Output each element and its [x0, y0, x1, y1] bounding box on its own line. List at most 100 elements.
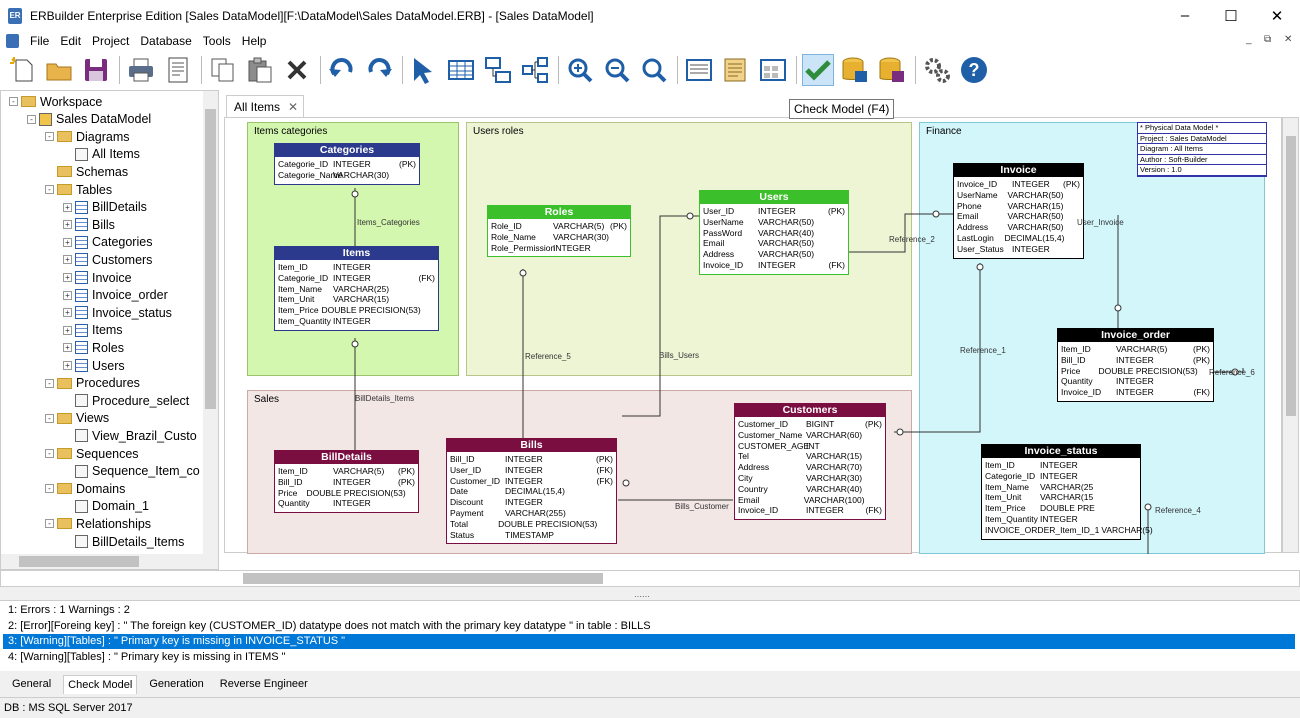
mdi-restore-button[interactable]: ⧉ [1264, 34, 1272, 45]
tree-node[interactable]: +Invoice_status [63, 304, 172, 321]
help-icon[interactable]: ? [958, 54, 990, 86]
expand-toggle-icon[interactable]: - [27, 114, 36, 124]
relationship-label[interactable]: Bills_Customer [675, 502, 729, 511]
link-icon[interactable] [519, 54, 551, 86]
tree-node[interactable]: +BillDetails [63, 199, 147, 216]
undo-icon[interactable] [326, 54, 358, 86]
tab-generation[interactable]: Generation [149, 678, 204, 690]
menu-project[interactable]: Project [92, 34, 130, 48]
redo-icon[interactable] [363, 54, 395, 86]
paste-icon[interactable] [244, 54, 276, 86]
relationship-label[interactable]: BillDetails_Items [355, 394, 415, 403]
grid-icon[interactable] [757, 54, 789, 86]
expand-toggle-icon[interactable]: + [63, 361, 72, 370]
tree-node[interactable]: All Items [63, 146, 140, 163]
canvas-hscroll-thumb[interactable] [243, 573, 603, 584]
minimize-button[interactable]: – [1180, 7, 1190, 24]
tree-horizontal-scrollbar[interactable] [1, 554, 205, 569]
tree-node[interactable]: Sequence_Item_co [63, 463, 200, 480]
relationship-label[interactable]: Reference_2 [889, 235, 935, 244]
expand-toggle-icon[interactable]: - [45, 484, 54, 494]
relationship-label[interactable]: Reference_1 [960, 346, 1006, 355]
print-preview-icon[interactable] [162, 54, 194, 86]
close-button[interactable]: ✕ [1270, 7, 1284, 25]
splitter-grip-icon[interactable]: ⋯⋯ [634, 592, 650, 601]
relationship-label[interactable]: Reference_6 [1209, 368, 1255, 377]
pointer-icon[interactable] [408, 54, 440, 86]
copy-icon[interactable] [207, 54, 239, 86]
zoom-in-icon[interactable] [564, 54, 596, 86]
zoom-fit-icon[interactable] [638, 54, 670, 86]
tree-node[interactable]: Domain_1 [63, 498, 149, 515]
tab-check-model[interactable]: Check Model [63, 674, 138, 694]
tree-node[interactable]: View_Brazil_Custo [63, 427, 197, 444]
canvas-vscroll-thumb[interactable] [1286, 136, 1296, 416]
tree-node[interactable]: +Invoice [63, 269, 132, 286]
tree-node[interactable]: +Invoice_order [63, 287, 168, 304]
tree-node[interactable]: Schemas [45, 163, 128, 180]
tab-all-items[interactable]: All Items✕ [226, 95, 304, 117]
relationship-label[interactable]: Reference_5 [525, 352, 571, 361]
maximize-button[interactable]: ☐ [1224, 7, 1238, 25]
expand-toggle-icon[interactable]: - [45, 378, 54, 388]
canvas-horizontal-scrollbar[interactable] [0, 570, 1300, 587]
tree-node[interactable]: BillDetails_Items [63, 533, 184, 550]
expand-toggle-icon[interactable]: + [63, 202, 72, 212]
open-folder-icon[interactable] [43, 54, 75, 86]
expand-toggle-icon[interactable]: + [63, 255, 72, 265]
expand-toggle-icon[interactable]: - [9, 97, 18, 106]
tree-node[interactable]: -Relationships [45, 515, 151, 532]
tree-node[interactable]: +Roles [63, 339, 124, 356]
expand-toggle-icon[interactable]: - [45, 519, 54, 529]
expand-toggle-icon[interactable]: + [63, 308, 72, 318]
expand-toggle-icon[interactable]: + [63, 290, 72, 300]
tree-node[interactable]: Procedure_select [63, 392, 189, 409]
mdi-minimize-button[interactable]: _ [1246, 34, 1252, 45]
tab-reverse-engineer[interactable]: Reverse Engineer [219, 678, 308, 690]
tree-scrollbar-thumb[interactable] [205, 109, 216, 409]
tree-node[interactable]: -Domains [45, 480, 125, 497]
tree-node[interactable]: +Bills [63, 216, 115, 233]
